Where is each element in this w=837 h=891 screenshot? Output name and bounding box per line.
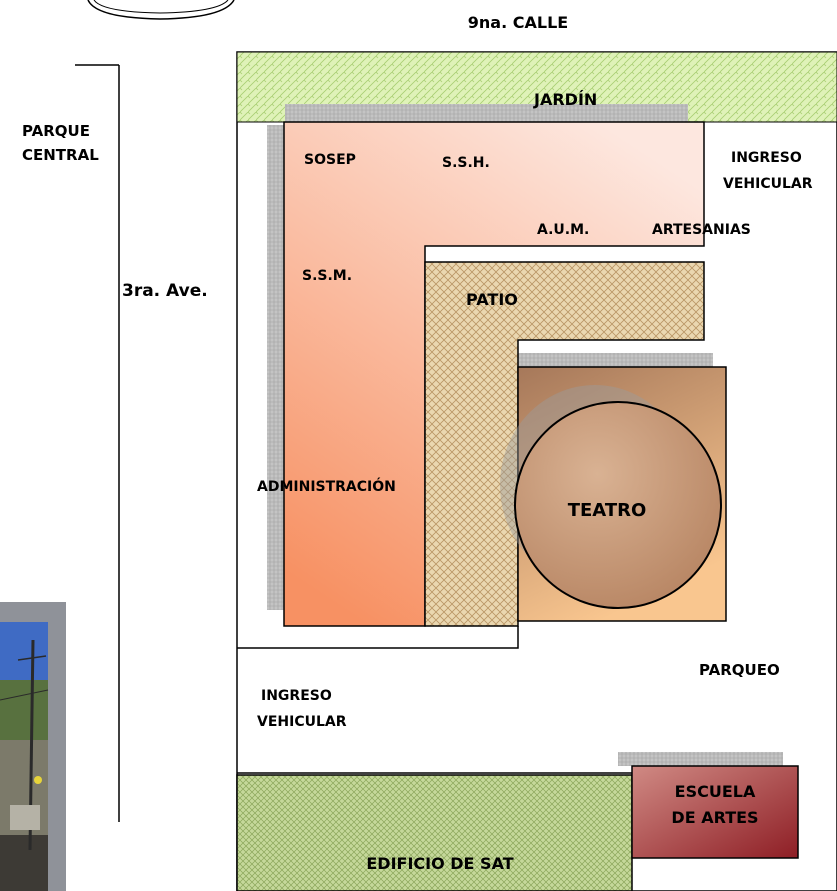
sat-label: EDIFICIO DE SAT [366, 854, 513, 873]
artesanias-label: ARTESANIAS [652, 222, 751, 238]
parqueo-label: PARQUEO [699, 661, 780, 679]
administracion-label: ADMINISTRACIÓN [257, 477, 396, 495]
interior-line [237, 626, 519, 649]
park-label-line2: CENTRAL [22, 146, 99, 164]
escuela-de-artes-building [631, 765, 799, 859]
sosep-label: SOSEP [304, 152, 356, 168]
ingress-top-label-line2: VEHICULAR [723, 176, 813, 192]
ssh-label: S.S.H. [442, 155, 490, 171]
administration-building [283, 121, 705, 627]
sat-building [236, 774, 633, 891]
garden-label: JARDÍN [533, 90, 597, 109]
top-ellipse-fragment [87, 0, 235, 20]
park-label-line1: PARQUE [22, 122, 90, 140]
ssm-label: S.S.M. [302, 268, 352, 284]
avenue-line [75, 64, 120, 822]
admin-shadow [267, 125, 285, 610]
street-photo [0, 602, 66, 891]
street-top-label: 9na. CALLE [468, 13, 568, 32]
teatro-shadow [518, 353, 713, 367]
teatro-circle [514, 401, 722, 609]
escuela-shadow [618, 752, 783, 766]
ingress-bottom-label-line2: VEHICULAR [257, 714, 347, 730]
escuela-label-line2: DE ARTES [671, 808, 758, 827]
patio-area [424, 261, 705, 627]
patio-label: PATIO [466, 290, 518, 309]
teatro-label: TEATRO [568, 500, 647, 521]
avenue-label: 3ra. Ave. [122, 281, 208, 301]
ingress-top-label-line1: INGRESO [731, 150, 802, 166]
aum-label: A.U.M. [537, 222, 589, 238]
admin-top-shadow [285, 104, 688, 122]
ingress-bottom-label-line1: INGRESO [261, 688, 332, 704]
escuela-label-line1: ESCUELA [675, 782, 756, 801]
